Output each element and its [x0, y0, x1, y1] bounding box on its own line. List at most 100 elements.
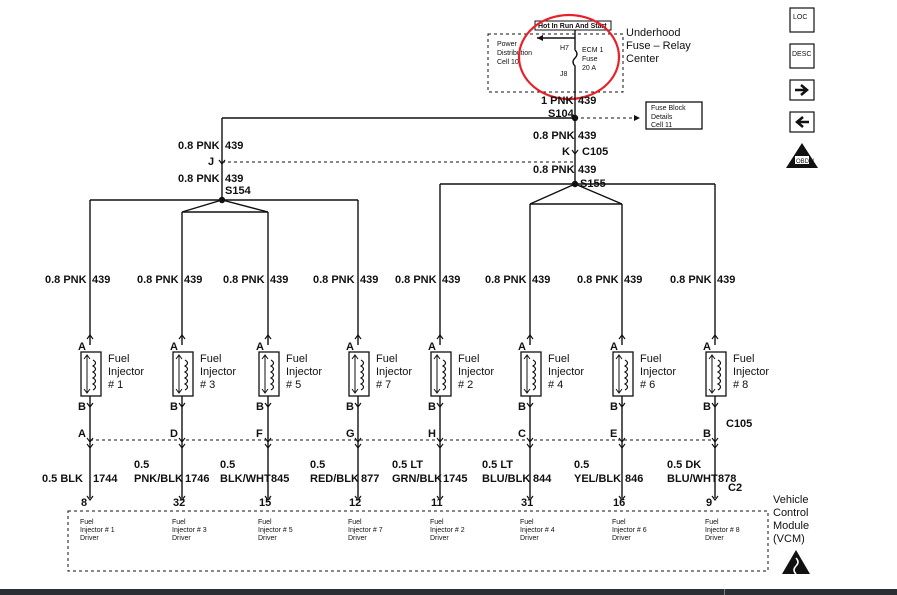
underhood-label-2: Fuse – Relay	[626, 40, 691, 52]
power-dist-label-1: Power	[497, 41, 518, 48]
injector-number: # 8	[733, 379, 748, 391]
desc-icon: DESC	[792, 51, 811, 58]
injector-feed-circuit: 439	[360, 274, 378, 286]
left-branch-circuit-1: 439	[225, 140, 243, 152]
injector-name: Fuel	[548, 353, 569, 365]
loc-button[interactable]: LOC	[789, 7, 815, 33]
injector-out-wire-color: RED/BLK	[310, 473, 359, 485]
driver-label-3: Driver	[520, 535, 539, 542]
injector-out-wire-color: BLU/WHT	[667, 473, 718, 485]
esd-warning-icon	[782, 550, 810, 575]
injector-coil-icon	[359, 359, 365, 391]
c105-pin: G	[346, 428, 355, 440]
pin-j8: J8	[560, 71, 568, 78]
splice-s154: S154	[225, 185, 252, 197]
injector-feed-circuit: 439	[442, 274, 460, 286]
injector-pin-a: A	[78, 341, 86, 353]
right-branch-wire-2: 0.8 PNK	[533, 164, 575, 176]
injector-coil-icon	[91, 359, 97, 391]
red-highlight-circle	[517, 13, 621, 101]
injector-out-wire-size: 0.5	[220, 459, 235, 471]
driver-label-3: Driver	[348, 535, 367, 542]
injector-coil-icon	[623, 359, 629, 391]
driver-label-3: Driver	[705, 535, 724, 542]
injector-number: # 7	[376, 379, 391, 391]
driver-label-1: Fuel	[348, 519, 362, 526]
driver-label-1: Fuel	[258, 519, 272, 526]
vcm-pin: 9	[706, 497, 712, 509]
feed-arrow-icon	[537, 35, 543, 41]
vcm-label-3: Module	[773, 520, 809, 532]
injector-pin-a: A	[256, 341, 264, 353]
injector-out-wire-color: PNK/BLK	[134, 473, 183, 485]
driver-label-3: Driver	[258, 535, 277, 542]
injector-out-wire-color: BLK/WHT	[220, 473, 271, 485]
injector-number: # 1	[108, 379, 123, 391]
injector-out-wire-size: 0.5	[574, 459, 589, 471]
injector-feed-wire: 0.8 PNK	[670, 274, 712, 286]
loc-icon: LOC	[793, 14, 807, 21]
injector-out-circuit: 845	[271, 473, 289, 485]
injector-pin-a: A	[428, 341, 436, 353]
injector-name-2: Injector	[458, 366, 494, 378]
injector-feed-circuit: 439	[717, 274, 735, 286]
power-dist-label-3: Cell 10	[497, 59, 519, 66]
driver-label-2: Injector # 5	[258, 527, 293, 534]
injector-out-circuit: 846	[625, 473, 643, 485]
driver-label-1: Fuel	[172, 519, 186, 526]
driver-label-2: Injector # 7	[348, 527, 383, 534]
injector-feed-wire: 0.8 PNK	[137, 274, 179, 286]
injector-name-2: Injector	[376, 366, 412, 378]
fuse-block-box[interactable]	[645, 101, 703, 130]
forward-button[interactable]	[789, 79, 815, 101]
injector-name: Fuel	[640, 353, 661, 365]
connector-j: J	[208, 156, 214, 168]
injector-out-wire-size: 0.5 LT	[392, 459, 423, 471]
injector-pin-b: B	[170, 401, 178, 413]
injector-out-wire-color: BLU/BLK	[482, 473, 530, 485]
injector-out-circuit: 1744	[93, 473, 118, 485]
injector-pin-b: B	[428, 401, 436, 413]
injector-name: Fuel	[376, 353, 397, 365]
injector-out-wire-size: 0.5	[134, 459, 149, 471]
driver-label-3: Driver	[80, 535, 99, 542]
right-branch-circuit-2: 439	[578, 164, 596, 176]
obd-ii-button[interactable]: OBD II	[786, 143, 818, 168]
injector-feed-wire: 0.8 PNK	[223, 274, 265, 286]
fuse-block-label-1: Fuse Block	[651, 105, 686, 112]
driver-label-2: Injector # 3	[172, 527, 207, 534]
injector-feed-circuit: 439	[270, 274, 288, 286]
fuse-label-2: Fuse	[582, 56, 598, 63]
injector-out-circuit: 878	[718, 473, 736, 485]
injector-out-wire-color: YEL/BLK	[574, 473, 621, 485]
connector-c2: C2	[728, 482, 742, 494]
driver-label-3: Driver	[612, 535, 631, 542]
injector-feed-circuit: 439	[624, 274, 642, 286]
injector-name: Fuel	[458, 353, 479, 365]
injector-pin-b: B	[256, 401, 264, 413]
injector-name-2: Injector	[640, 366, 676, 378]
c105-pin: B	[703, 428, 711, 440]
driver-label-3: Driver	[172, 535, 191, 542]
main-feed-circuit: 439	[578, 95, 596, 107]
injector-pin-a: A	[346, 341, 354, 353]
left-branch-wire-2: 0.8 PNK	[178, 173, 220, 185]
desc-button[interactable]: DESC	[789, 43, 815, 69]
injector-feed-wire: 0.8 PNK	[45, 274, 87, 286]
injector-out-wire-color: GRN/BLK	[392, 473, 442, 485]
bottom-status-bar	[0, 589, 897, 595]
underhood-label-3: Center	[626, 53, 659, 65]
back-button[interactable]	[789, 111, 815, 133]
c105-pin: D	[170, 428, 178, 440]
fuse-label-1: ECM 1	[582, 47, 604, 54]
injector-out-circuit: 1745	[443, 473, 467, 485]
